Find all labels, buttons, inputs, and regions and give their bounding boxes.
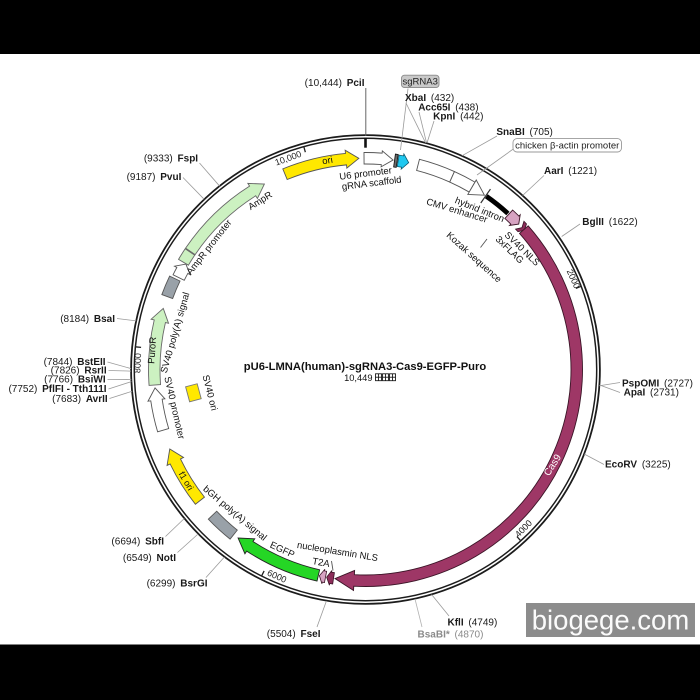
svg-text:KpnI (442): KpnI (442): [433, 112, 483, 123]
svg-text:BsaBI* (4870): BsaBI* (4870): [418, 630, 484, 641]
svg-text:chicken β-actin promoter: chicken β-actin promoter: [515, 141, 619, 152]
svg-text:biogege.com: biogege.com: [532, 605, 689, 636]
svg-text:10,449: 10,449: [344, 373, 372, 383]
svg-text:(5504) FseI: (5504) FseI: [267, 629, 321, 640]
svg-text:(6299) BsrGI: (6299) BsrGI: [147, 579, 208, 590]
svg-text:Acc65I (438): Acc65I (438): [418, 102, 478, 113]
svg-text:pU6-LMNA(human)-sgRNA3-Cas9-EG: pU6-LMNA(human)-sgRNA3-Cas9-EGFP-Puro: [244, 361, 487, 373]
svg-text:(9187) PvuI: (9187) PvuI: [127, 172, 182, 183]
svg-text:T2A: T2A: [311, 556, 331, 570]
svg-text:sgRNA3: sgRNA3: [403, 77, 438, 88]
svg-text:AarI (1221): AarI (1221): [544, 166, 597, 177]
svg-text:(7826) RsrII: (7826) RsrII: [51, 366, 107, 377]
svg-text:(8184) BsaI: (8184) BsaI: [60, 314, 115, 325]
svg-text:XbaI (432): XbaI (432): [405, 93, 454, 104]
svg-text:ori: ori: [321, 155, 333, 168]
svg-text:PspOMI (2727): PspOMI (2727): [622, 378, 693, 389]
svg-text:ApaI (2731): ApaI (2731): [624, 388, 679, 399]
svg-text:(9333) FspI: (9333) FspI: [144, 154, 198, 165]
svg-text:(10,444) PciI: (10,444) PciI: [305, 78, 365, 89]
svg-text:(7844) BstEII: (7844) BstEII: [44, 357, 106, 368]
svg-text:(7752) PflFI - Tth111I: (7752) PflFI - Tth111I: [8, 384, 106, 395]
svg-text:PuroR: PuroR: [146, 336, 159, 364]
svg-text:KflI (4749): KflI (4749): [448, 618, 498, 629]
svg-text:(7683) AvrII: (7683) AvrII: [52, 394, 108, 405]
svg-text:(6694) SbfI: (6694) SbfI: [111, 537, 164, 548]
svg-text:SnaBI (705): SnaBI (705): [496, 127, 552, 138]
svg-text:8000: 8000: [132, 353, 143, 373]
svg-text:(7766) BsiWI: (7766) BsiWI: [44, 375, 106, 386]
svg-text:BglII (1622): BglII (1622): [582, 217, 637, 228]
svg-text:(6549) NotI: (6549) NotI: [123, 553, 176, 564]
svg-text:EcoRV (3225): EcoRV (3225): [605, 460, 671, 471]
